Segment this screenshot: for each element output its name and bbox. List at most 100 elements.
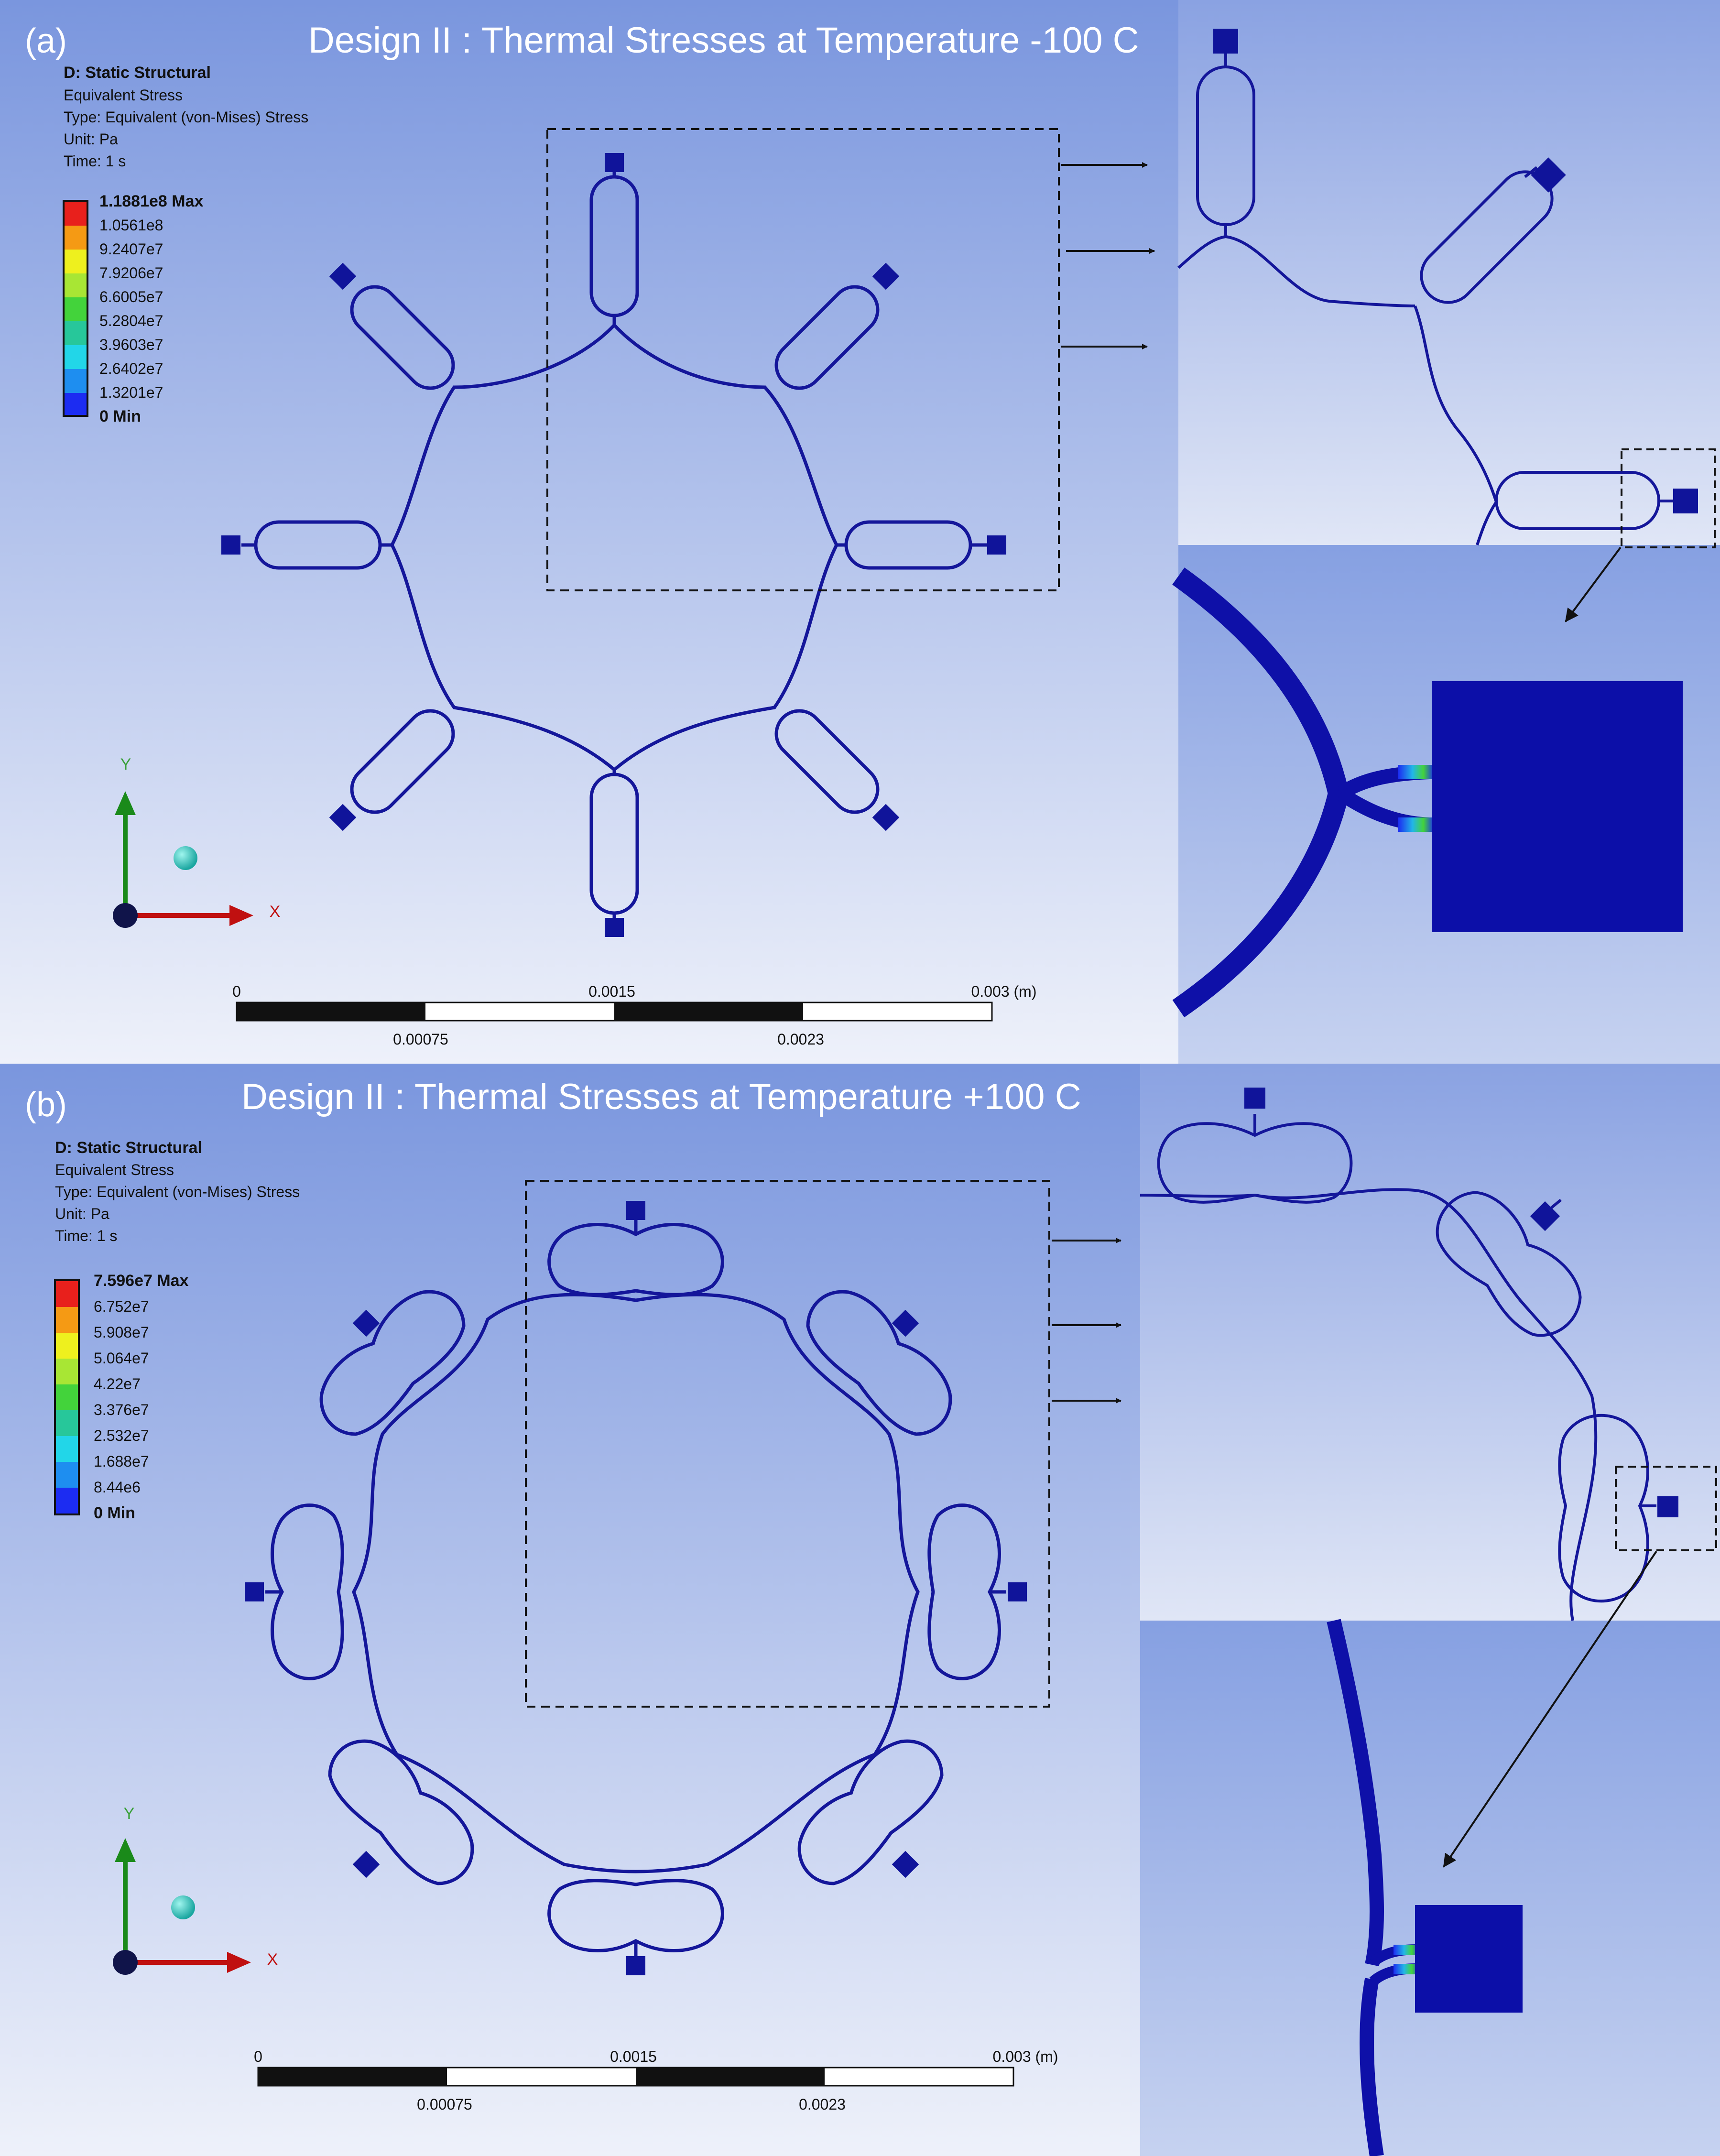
panel-b-structure — [265, 1218, 1006, 1958]
zoom-b-anchor-right — [1657, 1496, 1678, 1517]
panel-a-zoom-structure — [1177, 43, 1673, 545]
legend-b-label: 5.908e7 — [94, 1324, 149, 1341]
panel-a-title: Design II : Thermal Stresses at Temperat… — [308, 20, 1139, 61]
scale-bar-black-2 — [636, 2068, 825, 2086]
legend-b-swatch-9 — [56, 1488, 78, 1514]
zoom-b-anchor-top — [1244, 1088, 1265, 1109]
anchor-right — [987, 535, 1006, 555]
peanut-pod-left — [271, 1503, 344, 1680]
scale-a-label-0: 0 — [232, 983, 241, 1000]
zoom-b-pod-right — [1558, 1414, 1649, 1603]
panel-a-ring — [390, 322, 838, 772]
pod-top-left — [350, 285, 455, 390]
panel-b: (b) Design II : Thermal Stresses at Temp… — [0, 1064, 1720, 2156]
zoom-ring-segment — [1414, 305, 1498, 502]
panel-a-detail-arrow — [1565, 546, 1622, 622]
anchor-top-left — [329, 262, 357, 290]
anchor-bottom-left — [352, 1851, 380, 1878]
panel-a: (a) Design II : Thermal Stresses at Temp… — [0, 0, 1720, 1064]
panel-a-zoom-box — [546, 128, 1060, 591]
panel-b-title: Design II : Thermal Stresses at Temperat… — [241, 1077, 1081, 1117]
legend-b-label-max: 7.596e7 Max — [94, 1272, 189, 1290]
legend-b-swatch-4 — [56, 1359, 78, 1384]
panel-b-type: Type: Equivalent (von-Mises) Stress — [55, 1183, 300, 1200]
legend-a-label: 5.2804e7 — [99, 312, 163, 329]
legend-b-label: 1.688e7 — [94, 1453, 149, 1470]
scale-bar-black-2 — [614, 1002, 803, 1021]
peanut-pod-top-right — [806, 1290, 952, 1436]
peanut-pod-bottom-right — [797, 1739, 944, 1885]
anchor-top — [626, 1201, 645, 1220]
legend-a-label: 1.0561e8 — [99, 217, 163, 234]
y-axis-arrowhead — [115, 791, 136, 815]
anchor-top-left — [352, 1309, 380, 1337]
panel-b-anchors — [245, 1201, 1027, 1975]
panel-b-scale-bar: 0 0.0015 0.003 (m) 0.00075 0.0023 — [254, 2048, 1058, 2113]
legend-a-label: 6.6005e7 — [99, 288, 163, 305]
panel-b-zoom-background — [1140, 1064, 1720, 1621]
panel-a-unit: Unit: Pa — [64, 131, 118, 148]
panel-a-result: Equivalent Stress — [64, 87, 183, 104]
anchor-bottom-right — [872, 804, 900, 831]
zoom-b-anchor-diagonal — [1530, 1201, 1560, 1231]
panel-a-type: Type: Equivalent (von-Mises) Stress — [64, 109, 308, 126]
panel-b-detail — [1327, 1619, 1523, 2156]
panel-a-anchors — [221, 153, 1006, 937]
view-sphere — [174, 846, 197, 870]
legend-b-swatch-8 — [56, 1462, 78, 1488]
legend-a-label-max: 1.1881e8 Max — [99, 192, 203, 210]
panel-b-result: Equivalent Stress — [55, 1161, 174, 1178]
legend-a-swatch-9 — [65, 393, 87, 415]
pod-top-right — [774, 285, 880, 390]
scale-a-label-mid: 0.0015 — [588, 983, 635, 1000]
peanut-pod-top — [547, 1223, 724, 1296]
panel-b-time: Time: 1 s — [55, 1227, 117, 1244]
panel-b-legend-frame — [54, 1279, 80, 1515]
legend-a-label: 1.3201e7 — [99, 384, 163, 401]
origin-dot — [113, 1950, 138, 1975]
legend-b-swatch-6 — [56, 1410, 78, 1436]
legend-a-label: 7.9206e7 — [99, 264, 163, 282]
panel-a-analysis: D: Static Structural — [64, 64, 211, 82]
legend-a-label: 9.2407e7 — [99, 240, 163, 258]
scale-bar-black-1 — [258, 2068, 447, 2086]
panel-b-zoom-anchors — [1244, 1088, 1678, 1517]
panel-a-label: (a) — [25, 22, 67, 60]
legend-b-label-min: 0 Min — [94, 1504, 135, 1522]
x-axis-arrowhead — [227, 1952, 251, 1973]
detail-a-ring — [1172, 567, 1350, 1018]
panel-b-zoom-structure — [1140, 1114, 1656, 1621]
legend-b-label: 3.376e7 — [94, 1401, 149, 1418]
panel-b-background — [0, 1064, 1140, 2156]
panel-b-analysis: D: Static Structural — [55, 1139, 202, 1157]
detail-b-anchor — [1415, 1905, 1523, 2013]
zoom-b-ring-segment — [1140, 1188, 1598, 1621]
legend-a-swatch-7 — [65, 345, 87, 369]
anchor-top-right — [892, 1309, 919, 1337]
legend-a-swatch-3 — [65, 250, 87, 273]
panel-b-unit: Unit: Pa — [55, 1205, 109, 1222]
panel-b-axes-triad: Y X — [113, 1805, 278, 1975]
panel-b-label: (b) — [25, 1086, 67, 1124]
legend-a-swatch-1 — [65, 202, 87, 226]
detail-b-ring-upper — [1327, 1619, 1384, 1967]
scale-a-label-q3: 0.0023 — [777, 1031, 824, 1048]
anchor-left — [245, 1582, 264, 1601]
zoom-anchor-right — [1673, 489, 1698, 513]
panel-a-background — [0, 0, 1178, 1064]
anchor-bottom — [626, 1956, 645, 1975]
legend-b-label: 2.532e7 — [94, 1427, 149, 1444]
legend-a-label: 2.6402e7 — [99, 360, 163, 377]
legend-b-swatch-7 — [56, 1436, 78, 1462]
detail-b-ring-lower — [1360, 1978, 1384, 2156]
legend-b-label: 5.064e7 — [94, 1350, 149, 1367]
legend-a-swatch-2 — [65, 226, 87, 250]
panel-a-detail-box — [1621, 448, 1716, 548]
panel-a-legend: 1.1881e8 Max 1.0561e8 9.2407e7 7.9206e7 … — [63, 192, 203, 425]
x-axis-label: X — [267, 1950, 278, 1969]
legend-b-swatch-3 — [56, 1333, 78, 1359]
panel-b-detail-box — [1615, 1466, 1717, 1551]
panel-a-legend-frame — [63, 200, 88, 417]
panel-b-ring — [352, 1293, 920, 1873]
